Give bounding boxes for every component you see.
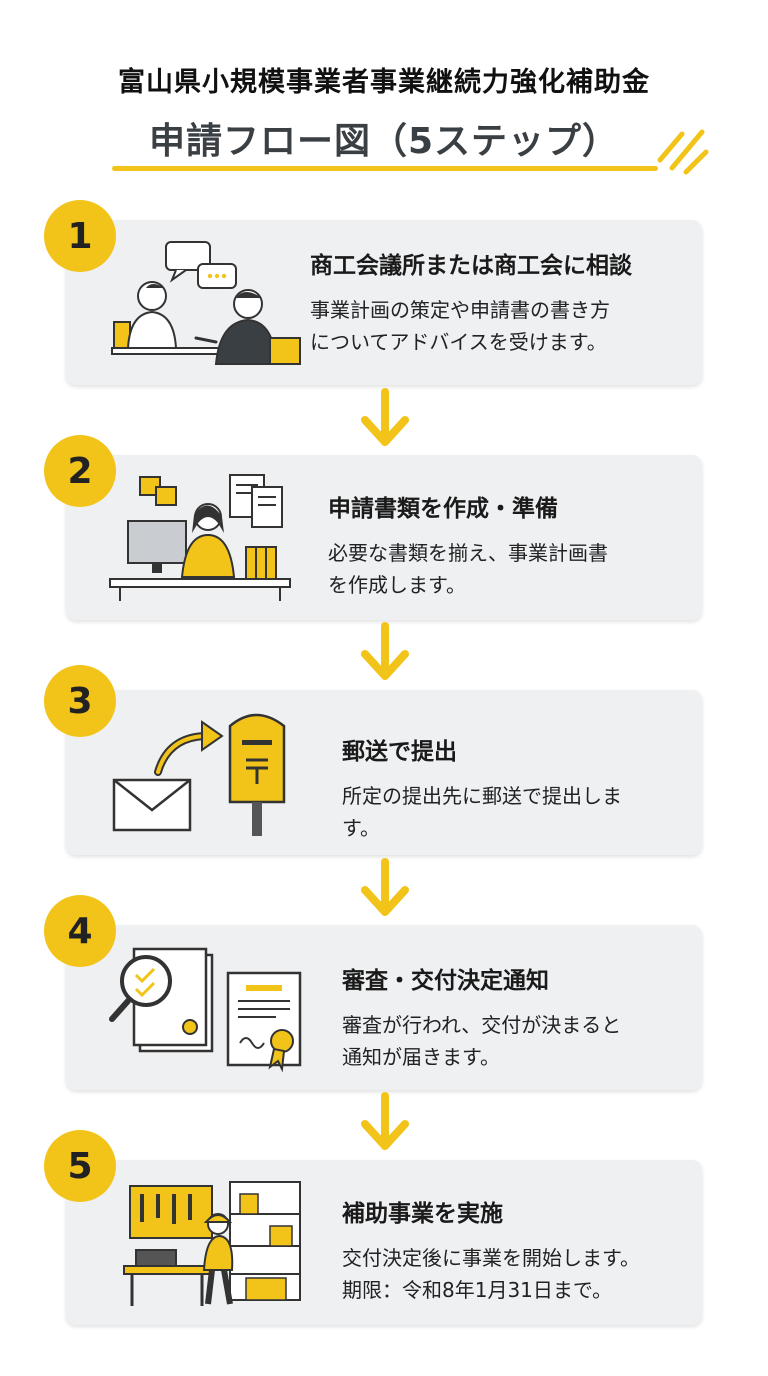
mailbox-icon xyxy=(112,713,286,836)
step-number-badge: 4 xyxy=(44,895,116,967)
step-number-badge: 3 xyxy=(44,665,116,737)
step-title: 補助事業を実施 xyxy=(342,1201,503,1227)
step-description: 交付決定後に事業を開始します。 期限：令和8年1月31日まで。 xyxy=(342,1246,640,1302)
step-card-5: 補助事業を実施 交付決定後に事業を開始します。 期限：令和8年1月31日まで。 xyxy=(66,1160,702,1325)
review-certificate-icon xyxy=(109,947,302,1073)
step-card-4: 審査・交付決定通知 審査が行われ、交付が決まると 通知が届きます。 xyxy=(66,925,702,1090)
arrow-down-icon xyxy=(361,622,409,680)
arrow-down-icon xyxy=(361,858,409,916)
step-description: 事業計画の策定や申請書の書き方 についてアドバイスを受けます。 xyxy=(310,298,610,354)
arrow-down-icon xyxy=(361,388,409,446)
sparkle-icon xyxy=(657,129,709,175)
step-title: 申請書類を作成・準備 xyxy=(328,496,558,522)
arrow-down-icon xyxy=(361,1092,409,1150)
consultation-icon xyxy=(111,241,301,365)
step-card-2: 申請書類を作成・準備 必要な書類を揃え、事業計画書 を作成します。 xyxy=(66,455,702,620)
step-title: 審査・交付決定通知 xyxy=(342,968,549,994)
document-preparation-icon xyxy=(109,474,291,601)
step-title: 商工会議所または商工会に相談 xyxy=(310,253,632,279)
step-number-badge: 5 xyxy=(44,1130,116,1202)
step-description: 所定の提出先に郵送で提出しま す。 xyxy=(342,784,622,840)
step-number-badge: 1 xyxy=(44,200,116,272)
workshop-icon xyxy=(123,1181,301,1306)
step-card-1: 商工会議所または商工会に相談 事業計画の策定や申請書の書き方 についてアドバイス… xyxy=(66,220,702,385)
step-title: 郵送で提出 xyxy=(342,739,457,765)
title-underline xyxy=(112,166,658,171)
step-description: 審査が行われ、交付が決まると 通知が届きます。 xyxy=(342,1013,622,1069)
step-number-badge: 2 xyxy=(44,435,116,507)
page-title: 富山県小規模事業者事業継続力強化補助金 xyxy=(118,67,650,98)
step-description: 必要な書類を揃え、事業計画書 を作成します。 xyxy=(328,541,608,597)
page-subtitle: 申請フロー図（5ステップ） xyxy=(148,121,620,162)
header: 富山県小規模事業者事業継続力強化補助金 申請フロー図（5ステップ） xyxy=(0,0,768,200)
step-card-3: 郵送で提出 所定の提出先に郵送で提出しま す。 xyxy=(66,690,702,855)
